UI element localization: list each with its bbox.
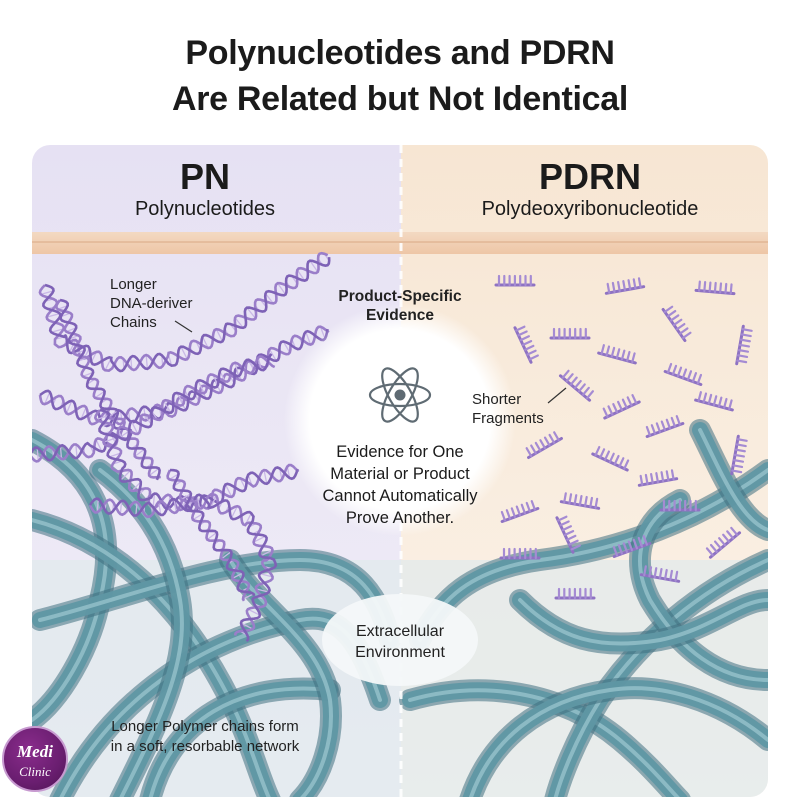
title-line-2: Are Related but Not Identical xyxy=(171,80,629,118)
pn-dna-strands xyxy=(32,251,331,643)
page-title: Polynucleotides and PDRN Are Related but… xyxy=(0,30,800,122)
pdrn-callout: Shorter Fragments xyxy=(472,391,544,427)
title-line-1: Polynucleotides and PDRN xyxy=(185,34,615,72)
pdrn-fragments xyxy=(494,274,753,600)
extracellular-pocket xyxy=(322,594,478,686)
pdrn-callout-line xyxy=(547,387,567,404)
pdrn-heading: PDRN xyxy=(538,156,641,197)
pn-heading: PN xyxy=(179,156,230,197)
pn-callout-line xyxy=(174,320,193,333)
atom-icon xyxy=(368,367,432,423)
pn-subheading: Polynucleotides xyxy=(134,198,276,220)
pn-caption: Longer Polymer chains form in a soft, re… xyxy=(110,718,300,755)
pdrn-subheading: Polydeoxyribonucleotide xyxy=(481,198,699,220)
extracellular-label: Extracellular Environment xyxy=(355,623,445,661)
medi-clinic-logo: Medi Clinic xyxy=(2,726,68,792)
center-circle xyxy=(284,304,516,536)
pn-callout: Longer DNA-deriver Chains xyxy=(110,276,193,331)
product-specific-label: Product-Specific Evidence xyxy=(338,288,462,324)
center-statement: Evidence for One Material or Product Can… xyxy=(322,443,478,527)
